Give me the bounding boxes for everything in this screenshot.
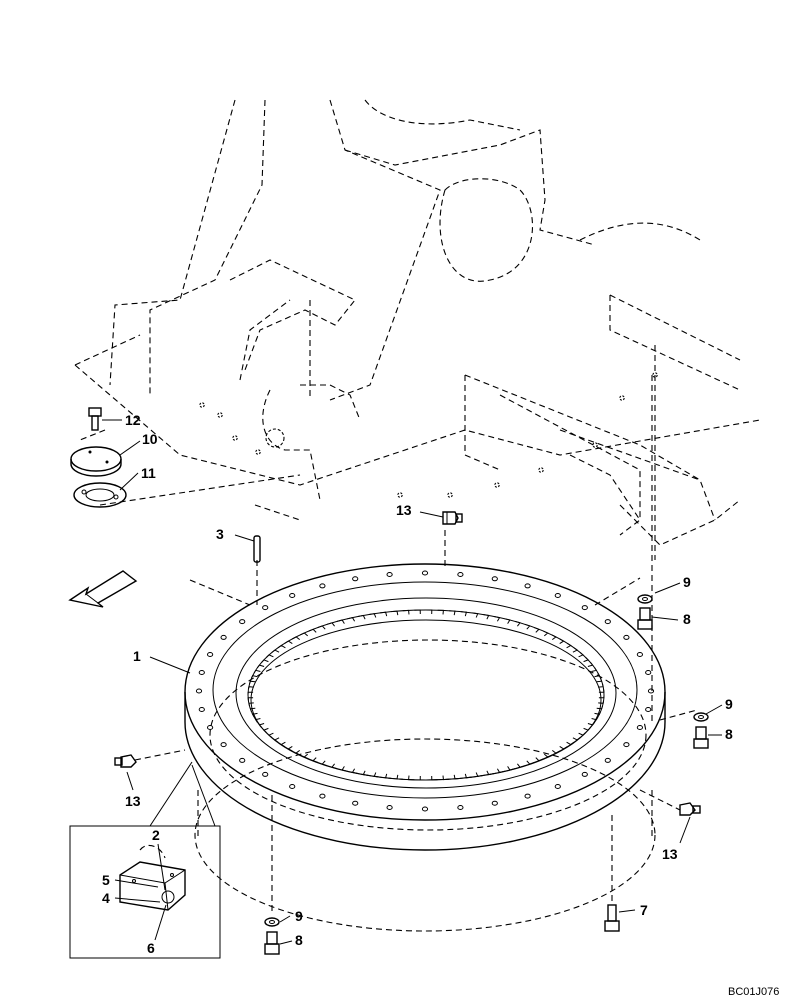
callout-4: 4 [102, 890, 110, 906]
bolt-8-right [693, 726, 709, 749]
bolt-hole [524, 793, 531, 799]
callout-5: 5 [102, 872, 110, 888]
bolt-hole [554, 784, 561, 789]
gasket-11 [73, 482, 127, 508]
bolt-hole [421, 570, 429, 576]
grease-fitting-left [114, 754, 137, 768]
bolt-hole [604, 619, 611, 625]
lower-frame-phantom-ring [194, 639, 656, 932]
cover-plate-10 [70, 446, 122, 477]
callout-6: 6 [147, 940, 155, 956]
bolt-hole [262, 605, 269, 611]
callout-11: 11 [141, 465, 156, 481]
callout-labels: 1 2 3 4 5 6 7 8 8 8 9 9 9 10 11 12 13 13… [102, 412, 779, 998]
callout-2: 2 [152, 827, 160, 843]
callout-8-lower: 8 [295, 932, 303, 948]
bolt-hole [421, 806, 429, 812]
bolt-hole [457, 805, 464, 810]
swing-bearing [184, 563, 666, 851]
callout-7: 7 [640, 902, 648, 918]
bolt-hole [647, 688, 655, 694]
callout-9-lower: 9 [295, 908, 303, 924]
pin-part-3 [253, 535, 261, 563]
callout-13-right: 13 [662, 846, 678, 862]
callout-13-top: 13 [396, 502, 412, 518]
bolt-hole [645, 670, 652, 675]
bolt-hole [207, 652, 214, 657]
callout-8-right: 8 [725, 726, 733, 742]
outer-ring-bolt-holes [195, 570, 655, 812]
bolt-hole [581, 605, 588, 611]
bolt-hole [524, 583, 531, 589]
bolt-hole [636, 725, 644, 730]
bolt-7 [604, 904, 620, 932]
bolt-hole [289, 593, 296, 598]
bolt-hole [636, 652, 644, 657]
washer-9-upper [637, 594, 653, 604]
callout-8-upper: 8 [683, 611, 691, 627]
detail-inset [69, 761, 221, 959]
bolt-hole [581, 771, 588, 777]
bolt-hole [319, 793, 326, 799]
callout-12: 12 [125, 412, 141, 428]
callout-9-right: 9 [725, 696, 733, 712]
bolt-hole [198, 670, 205, 675]
drawing-code: BC01J076 [728, 986, 779, 998]
bolt-hole [491, 800, 498, 806]
front-direction-arrow-icon [68, 570, 138, 608]
grease-fitting-top [442, 511, 463, 525]
bolt-8-lower [264, 931, 280, 955]
upper-frame-phantom-outline [74, 99, 761, 560]
assembly-center-lines [134, 375, 698, 915]
washer-9-lower [264, 917, 280, 927]
callout-leader-lines [102, 419, 723, 945]
bolt-hole [289, 784, 296, 789]
bolt-hole [207, 725, 214, 730]
bolt-hole [554, 593, 561, 598]
bolt-hole [623, 742, 630, 748]
bolt-hole [386, 572, 393, 577]
bolt-hole [198, 707, 205, 712]
grease-fitting-right [679, 802, 701, 816]
bolt-hole [220, 634, 227, 640]
bolt-12 [88, 407, 102, 431]
washer-9-right [693, 712, 709, 722]
callout-3: 3 [216, 526, 224, 542]
bolt-hole [457, 572, 464, 577]
bolt-hole [623, 634, 630, 640]
bolt-hole [386, 805, 393, 810]
bolt-hole [352, 576, 359, 582]
bolt-hole [262, 771, 269, 777]
callout-13-left: 13 [125, 793, 141, 809]
bolt-hole [604, 757, 611, 763]
bolt-hole [239, 619, 246, 625]
bolt-8-upper [637, 607, 653, 630]
bolt-hole [645, 707, 652, 712]
callout-10: 10 [142, 431, 158, 447]
callout-1: 1 [133, 648, 141, 664]
bolt-hole [195, 688, 203, 694]
bolt-hole [239, 757, 246, 763]
bolt-hole [491, 576, 498, 582]
bolt-hole [319, 583, 326, 589]
bolt-hole [220, 742, 227, 748]
bolt-hole [352, 800, 359, 806]
callout-9-upper: 9 [683, 574, 691, 590]
